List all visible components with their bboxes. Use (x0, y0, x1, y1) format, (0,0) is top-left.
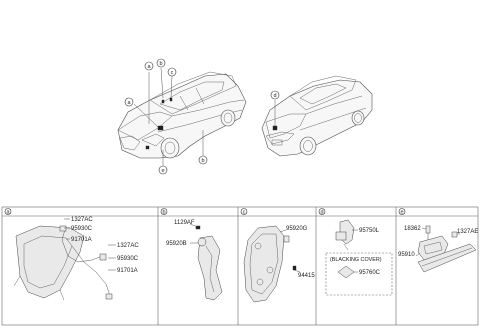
panel-a: a 1327AC 95930C 91701A 1327AC 95930C 917… (4, 208, 139, 301)
label-95930C-bottom: 95930C (117, 256, 139, 262)
panel-b-letter: b (162, 210, 165, 216)
label-94415: 94415 (298, 273, 315, 279)
parts-strip (1, 206, 479, 326)
callout-b-bottom: b (198, 155, 208, 165)
label-95920B: 95920B (166, 241, 187, 247)
label-95760C: 95760C (359, 270, 381, 276)
panel-b: b 1129AF 95920B (160, 208, 223, 301)
label-95920G: 95920G (286, 226, 308, 232)
svg-text:e: e (161, 168, 164, 174)
label-1327AC-bottom: 1327AC (117, 243, 139, 249)
callout-d-rear: d (270, 90, 280, 100)
svg-text:c: c (171, 70, 174, 76)
panel-e-letter: e (400, 210, 403, 216)
panel-c: c 95920G 94415 (240, 208, 315, 303)
label-18362: 18362 (404, 226, 421, 232)
svg-text:a: a (127, 100, 131, 106)
panel-c-letter: c (243, 210, 246, 216)
callout-a-left: a (124, 97, 134, 107)
svg-text:b: b (159, 61, 162, 67)
rear-car-illustration: d (261, 75, 373, 157)
label-95910: 95910 (398, 252, 415, 258)
label-95750L: 95750L (359, 228, 380, 234)
callout-b-top: b (156, 58, 166, 68)
label-1129AF: 1129AF (174, 220, 195, 226)
blacking-cover-box (325, 252, 393, 296)
callout-c-top: c (167, 67, 177, 77)
svg-text:d: d (273, 93, 276, 99)
label-blacking-cover: (BLACKING COVER) (330, 257, 382, 263)
svg-text:b: b (201, 158, 204, 164)
label-1327AE: 1327AE (457, 229, 478, 235)
label-95930C-top: 95930C (71, 226, 93, 232)
label-91701A-top: 91701A (71, 237, 92, 243)
label-91701A-bottom: 91701A (117, 268, 138, 274)
panel-a-letter: a (6, 210, 10, 216)
callout-e-bottom: e (158, 165, 168, 175)
front-car-illustration: a b c a b e (117, 58, 247, 175)
panel-e: e 18362 1327AE 95910 (398, 208, 478, 273)
callout-a-top: a (144, 61, 154, 71)
label-1327AC-top: 1327AC (71, 217, 93, 223)
panel-d: d 95750L (BLACKING COVER) 95760C (318, 208, 393, 296)
svg-text:a: a (147, 64, 151, 70)
panel-d-letter: d (320, 210, 323, 216)
